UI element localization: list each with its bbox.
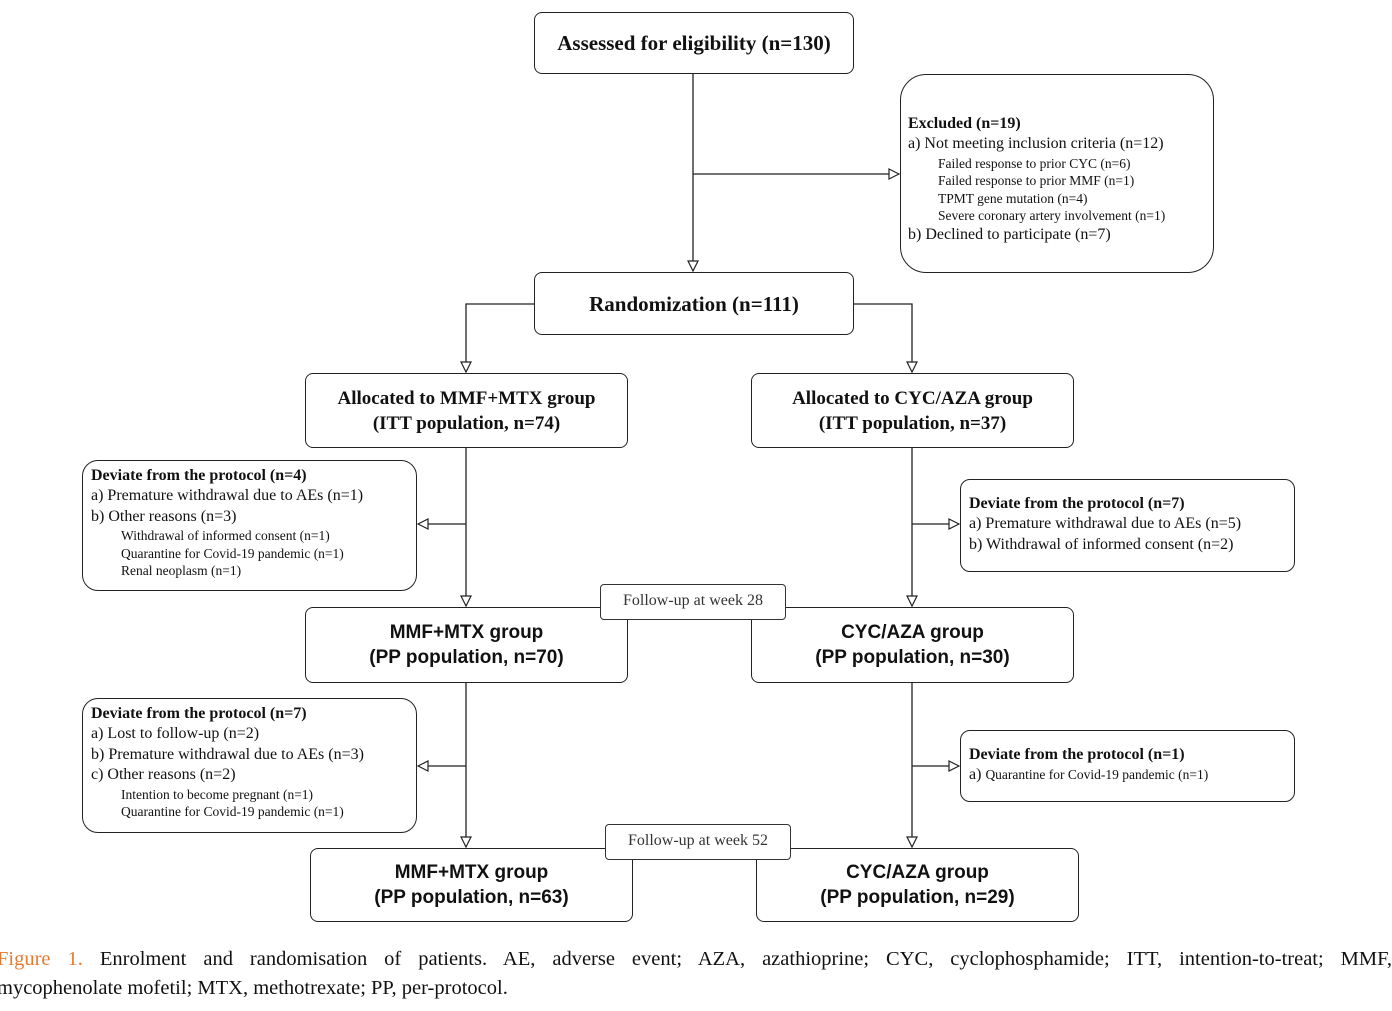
pp-week52-mmf-mtx-box: MMF+MTX group (PP population, n=63) [310,848,633,922]
allocation-cyc-aza-line2: (ITT population, n=37) [818,412,1007,434]
excluded-reason-a: a) Not meeting inclusion criteria (n=12) [908,135,1164,152]
figure-caption: Figure 1. Enrolment and randomisation of… [0,945,1392,1003]
deviation-right-week52-box: Deviate from the protocol (n=1) a) Quara… [960,730,1295,802]
allocation-mmf-mtx-line1: Allocated to MMF+MTX group [337,387,596,409]
deviation-left-week52-box: Deviate from the protocol (n=7) a) Lost … [82,698,417,833]
excluded-item: TPMT gene mutation (n=4) [938,190,1088,206]
deviation-reason: a) Premature withdrawal due to AEs (n=5) [969,515,1242,532]
deviation-item: Intention to become pregnant (n=1) [121,786,314,802]
deviation-item: Withdrawal of informed consent (n=1) [121,528,330,543]
allocation-mmf-mtx-line2: (ITT population, n=74) [372,412,561,434]
pp-week52-cyc-aza-box: CYC/AZA group (PP population, n=29) [756,848,1079,922]
allocation-cyc-aza-line1: Allocated to CYC/AZA group [792,387,1033,409]
deviation-reason: b) Withdrawal of informed consent (n=2) [969,535,1234,553]
deviation-reason: a) Premature withdrawal due to AEs (n=1) [91,487,364,504]
allocation-cyc-aza-box: Allocated to CYC/AZA group (ITT populati… [751,373,1074,448]
deviation-title: Deviate from the protocol (n=1) [969,746,1185,763]
deviation-right-week28-box: Deviate from the protocol (n=7) a) Prema… [960,479,1295,572]
pp-week28-mmf-mtx-line2: (PP population, n=70) [369,647,564,668]
pp-week28-mmf-mtx-box: MMF+MTX group (PP population, n=70) [305,607,628,683]
deviation-left-week28-box: Deviate from the protocol (n=4) a) Prema… [82,460,417,591]
excluded-title: Excluded (n=19) [908,115,1021,132]
deviation-item: Renal neoplasm (n=1) [121,563,242,578]
caption-line-2: mycophenolate mofetil; MTX, methotrexate… [0,977,508,999]
eligibility-label: Assessed for eligibility (n=130) [557,31,831,55]
deviation-reason: c) Other reasons (n=2) [91,766,236,783]
pp-week28-cyc-aza-line2: (PP population, n=30) [815,647,1010,668]
deviation-item: Quarantine for Covid-19 pandemic (n=1) [121,545,344,561]
pp-week28-cyc-aza-line1: CYC/AZA group [841,622,984,643]
pp-week52-cyc-aza-line2: (PP population, n=29) [820,887,1015,908]
figure-label: Figure 1. [0,948,83,970]
deviation-title: Deviate from the protocol (n=7) [91,705,307,722]
pp-week28-mmf-mtx-line1: MMF+MTX group [389,622,544,643]
caption-line-1: Figure 1. Enrolment and randomisation of… [0,945,1392,974]
arrow-randomization-to-left [466,303,534,372]
pp-week52-mmf-mtx-line1: MMF+MTX group [394,862,549,883]
followup-week28-label: Follow-up at week 28 [600,584,786,620]
deviation-reason: b) Premature withdrawal due to AEs (n=3) [91,745,364,763]
excluded-item: Severe coronary artery involvement (n=1) [938,208,1166,223]
caption-text-1: Enrolment and randomisation of patients.… [99,948,1392,970]
pp-week28-cyc-aza-box: CYC/AZA group (PP population, n=30) [751,607,1074,683]
deviation-reason: a) Lost to follow-up (n=2) [91,725,260,742]
excluded-reason-b: b) Declined to participate (n=7) [908,225,1111,243]
deviation-reason-prefix: a) [969,766,982,783]
deviation-title: Deviate from the protocol (n=4) [91,467,307,484]
allocation-mmf-mtx-box: Allocated to MMF+MTX group (ITT populati… [305,373,628,448]
randomization-label: Randomization (n=111) [589,291,799,316]
pp-week52-mmf-mtx-line2: (PP population, n=63) [374,887,569,908]
deviation-item: Quarantine for Covid-19 pandemic (n=1) [121,804,344,819]
excluded-item: Failed response to prior MMF (n=1) [938,173,1135,188]
followup-week52-label: Follow-up at week 52 [605,824,791,860]
deviation-title: Deviate from the protocol (n=7) [969,495,1185,512]
pp-week52-cyc-aza-line1: CYC/AZA group [846,862,989,883]
deviation-reason: b) Other reasons (n=3) [91,507,237,525]
arrow-randomization-to-right [853,303,912,372]
deviation-reason-text: Quarantine for Covid-19 pandemic (n=1) [985,767,1209,782]
excluded-item: Failed response to prior CYC (n=6) [938,155,1131,171]
randomization-box: Randomization (n=111) [534,272,854,335]
excluded-box: Excluded (n=19) a) Not meeting inclusion… [900,74,1214,273]
deviation-reason: a) Quarantine for Covid-19 pandemic (n=1… [969,765,1286,786]
eligibility-box: Assessed for eligibility (n=130) [534,12,854,74]
